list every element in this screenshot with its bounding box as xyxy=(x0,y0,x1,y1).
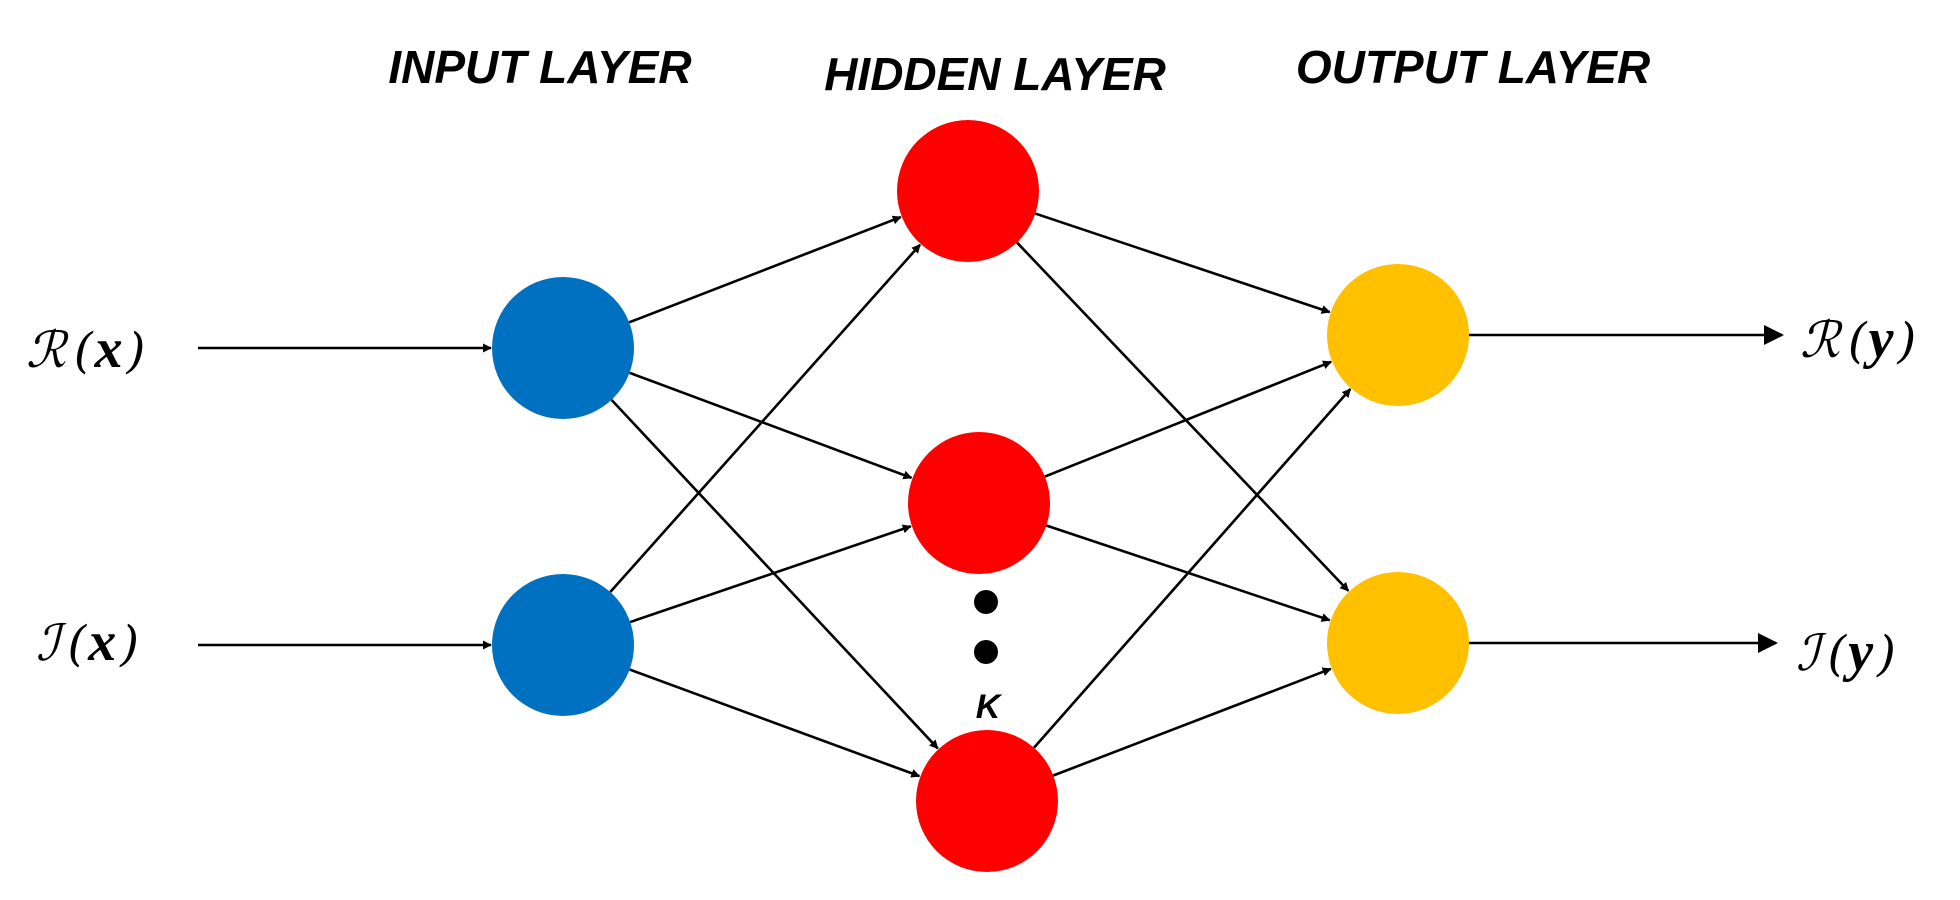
edge-input-1-to-hidden-2 xyxy=(629,371,913,480)
output-label-real: ℛ(y) xyxy=(1800,308,1916,370)
output-node-1 xyxy=(1327,264,1469,406)
edge-input-1-to-hidden-1 xyxy=(628,215,902,324)
edge-input-1-to-hidden-3 xyxy=(610,398,939,750)
edge-input-2-to-hidden-2 xyxy=(629,524,912,624)
ellipsis-dot-1 xyxy=(974,590,998,614)
input-layer-title: INPUT LAYER xyxy=(388,41,691,93)
edge-hidden-2-to-output-1 xyxy=(1044,360,1333,478)
output-node-2 xyxy=(1327,572,1469,714)
hidden-layer-title: HIDDEN LAYER xyxy=(824,48,1166,100)
edge-hidden-3-to-output-2 xyxy=(1052,667,1332,777)
output-layer-title: OUTPUT LAYER xyxy=(1296,41,1650,93)
input-node-2 xyxy=(492,574,634,716)
edge-input-2-to-hidden-3 xyxy=(629,668,921,778)
output-label-imag: ℐ(y) xyxy=(1796,621,1896,683)
hidden-size-label: K xyxy=(976,688,1003,726)
edge-hidden-1-to-output-2 xyxy=(1015,241,1350,592)
edge-hidden-1-to-output-1 xyxy=(1034,212,1331,314)
input-label-real: ℛ(x) xyxy=(26,318,145,380)
hidden-node-3 xyxy=(916,730,1058,872)
hidden-node-1 xyxy=(897,120,1039,262)
edge-input-2-to-hidden-1 xyxy=(609,243,922,593)
nodes xyxy=(492,120,1469,872)
hidden-node-2 xyxy=(908,432,1050,574)
ellipsis-dot-2 xyxy=(974,640,998,664)
input-node-1 xyxy=(492,277,634,419)
connections xyxy=(198,212,1784,778)
input-label-imag: ℐ(x) xyxy=(36,611,139,673)
edge-hidden-3-to-output-1 xyxy=(1032,388,1352,749)
